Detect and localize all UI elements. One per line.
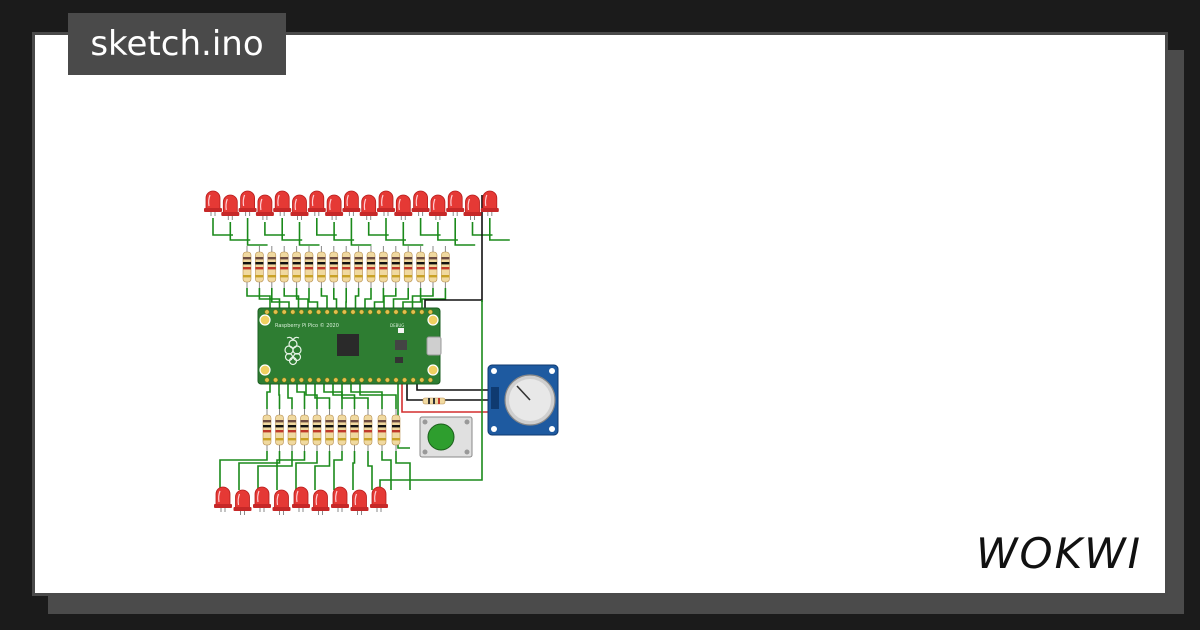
led[interactable]: [292, 486, 310, 512]
resistor[interactable]: [337, 409, 347, 451]
resistor[interactable]: [366, 246, 376, 288]
resistor[interactable]: [275, 409, 284, 451]
resistor[interactable]: [287, 409, 297, 451]
led[interactable]: [350, 489, 369, 515]
pico-pins-top: [264, 309, 433, 315]
resistor[interactable]: [350, 409, 359, 451]
bottom-wiring: [219, 380, 411, 490]
led[interactable]: [377, 190, 395, 216]
rp2040-chip: [337, 334, 359, 356]
resistor[interactable]: [379, 246, 388, 288]
mount-hole: [259, 314, 271, 326]
resistor[interactable]: [317, 246, 326, 288]
led[interactable]: [311, 489, 330, 515]
resistor[interactable]: [341, 246, 351, 288]
led[interactable]: [273, 190, 292, 216]
led[interactable]: [428, 194, 447, 220]
usb-port: [426, 336, 442, 356]
resistor[interactable]: [363, 409, 373, 451]
brand-name: WOKWI: [976, 529, 1142, 578]
wokwi-logo-icon: WOKWI: [976, 529, 1142, 578]
led[interactable]: [307, 190, 326, 216]
resistor[interactable]: [262, 409, 272, 451]
led[interactable]: [272, 489, 291, 515]
raspberry-pi-logo-icon: [284, 336, 302, 366]
led[interactable]: [480, 190, 499, 216]
resistor[interactable]: [416, 246, 425, 288]
resistor[interactable]: [279, 246, 289, 288]
led[interactable]: [463, 194, 482, 220]
resistor[interactable]: [267, 246, 277, 288]
resistor[interactable]: [329, 246, 339, 288]
encoder-resistor: [422, 397, 446, 405]
led[interactable]: [253, 486, 271, 512]
resistors: [242, 246, 450, 451]
led[interactable]: [325, 194, 344, 220]
resistor[interactable]: [312, 409, 322, 451]
file-tab-sketch[interactable]: sketch.ino: [68, 13, 286, 75]
resistor[interactable]: [428, 246, 438, 288]
led[interactable]: [221, 194, 240, 220]
pico-board[interactable]: Raspberry Pi Pico © 2020 DEBUG: [257, 307, 442, 385]
led[interactable]: [238, 190, 257, 216]
resistor[interactable]: [441, 246, 450, 288]
mount-hole: [427, 314, 439, 326]
resistor[interactable]: [391, 246, 401, 288]
led[interactable]: [370, 486, 388, 512]
resistor[interactable]: [354, 246, 363, 288]
led[interactable]: [359, 194, 378, 220]
mount-hole: [427, 364, 439, 376]
led[interactable]: [255, 194, 274, 220]
resistor[interactable]: [292, 246, 301, 288]
pico-pins-bottom: [264, 377, 433, 383]
resistor[interactable]: [242, 246, 252, 288]
led[interactable]: [290, 194, 309, 220]
top-wiring: [212, 218, 510, 308]
resistor[interactable]: [300, 409, 309, 451]
led[interactable]: [411, 190, 430, 216]
led[interactable]: [394, 194, 413, 220]
push-button[interactable]: [419, 416, 473, 458]
debug-label: DEBUG: [390, 323, 404, 328]
regulator-chip: [395, 357, 403, 363]
led-indicator: [398, 328, 404, 333]
rotary-encoder[interactable]: [487, 364, 559, 436]
led[interactable]: [446, 190, 465, 216]
led[interactable]: [204, 190, 222, 216]
resistor[interactable]: [255, 246, 264, 288]
mount-hole: [259, 364, 271, 376]
knob-indicator: [516, 385, 531, 401]
led[interactable]: [233, 489, 252, 515]
resistor[interactable]: [403, 246, 413, 288]
resistor[interactable]: [304, 246, 314, 288]
led[interactable]: [342, 190, 361, 216]
board-label: Raspberry Pi Pico © 2020: [275, 322, 339, 329]
button-cap[interactable]: [427, 423, 455, 451]
flash-chip: [395, 340, 407, 350]
resistor[interactable]: [325, 409, 334, 451]
resistor[interactable]: [391, 409, 401, 451]
circuit-diagram: Raspberry Pi Pico © 2020 DEBUG: [204, 190, 559, 515]
led[interactable]: [331, 486, 349, 512]
led[interactable]: [214, 486, 232, 512]
leds: [204, 190, 499, 515]
resistor[interactable]: [377, 409, 387, 451]
